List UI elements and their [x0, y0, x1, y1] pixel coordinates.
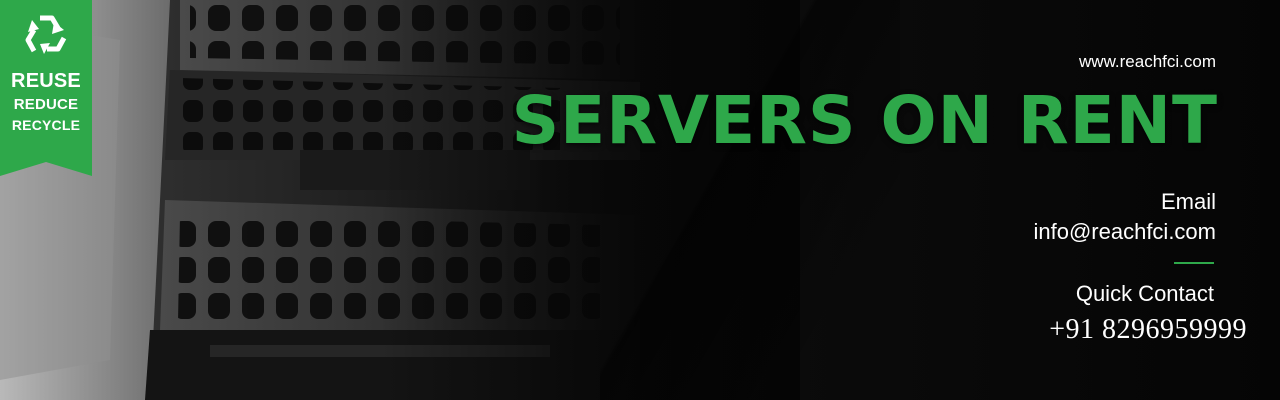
- email-label: Email: [1160, 189, 1216, 214]
- website-url: www.reachfci.com: [1079, 52, 1216, 71]
- badge-reuse-text: REUSE: [11, 70, 81, 92]
- headline: SERVERS ON RENT: [511, 82, 1218, 159]
- badge-reduce-text: REDUCE: [13, 96, 79, 113]
- badge-recycle-text: RECYCLE: [11, 117, 81, 133]
- recycle-icon: [25, 15, 67, 54]
- recycle-badge: REUSE REDUCE RECYCLE: [0, 0, 92, 162]
- divider-line: [1174, 262, 1214, 264]
- phone-number: +91 8296959999: [1049, 314, 1247, 345]
- image-fade-overlay: [380, 0, 800, 400]
- quick-contact-label: Quick Contact: [1075, 281, 1214, 306]
- email-address: info@reachfci.com: [1033, 219, 1216, 244]
- badge-ribbon-tail: [0, 162, 92, 176]
- diagonal-shade: [600, 0, 900, 400]
